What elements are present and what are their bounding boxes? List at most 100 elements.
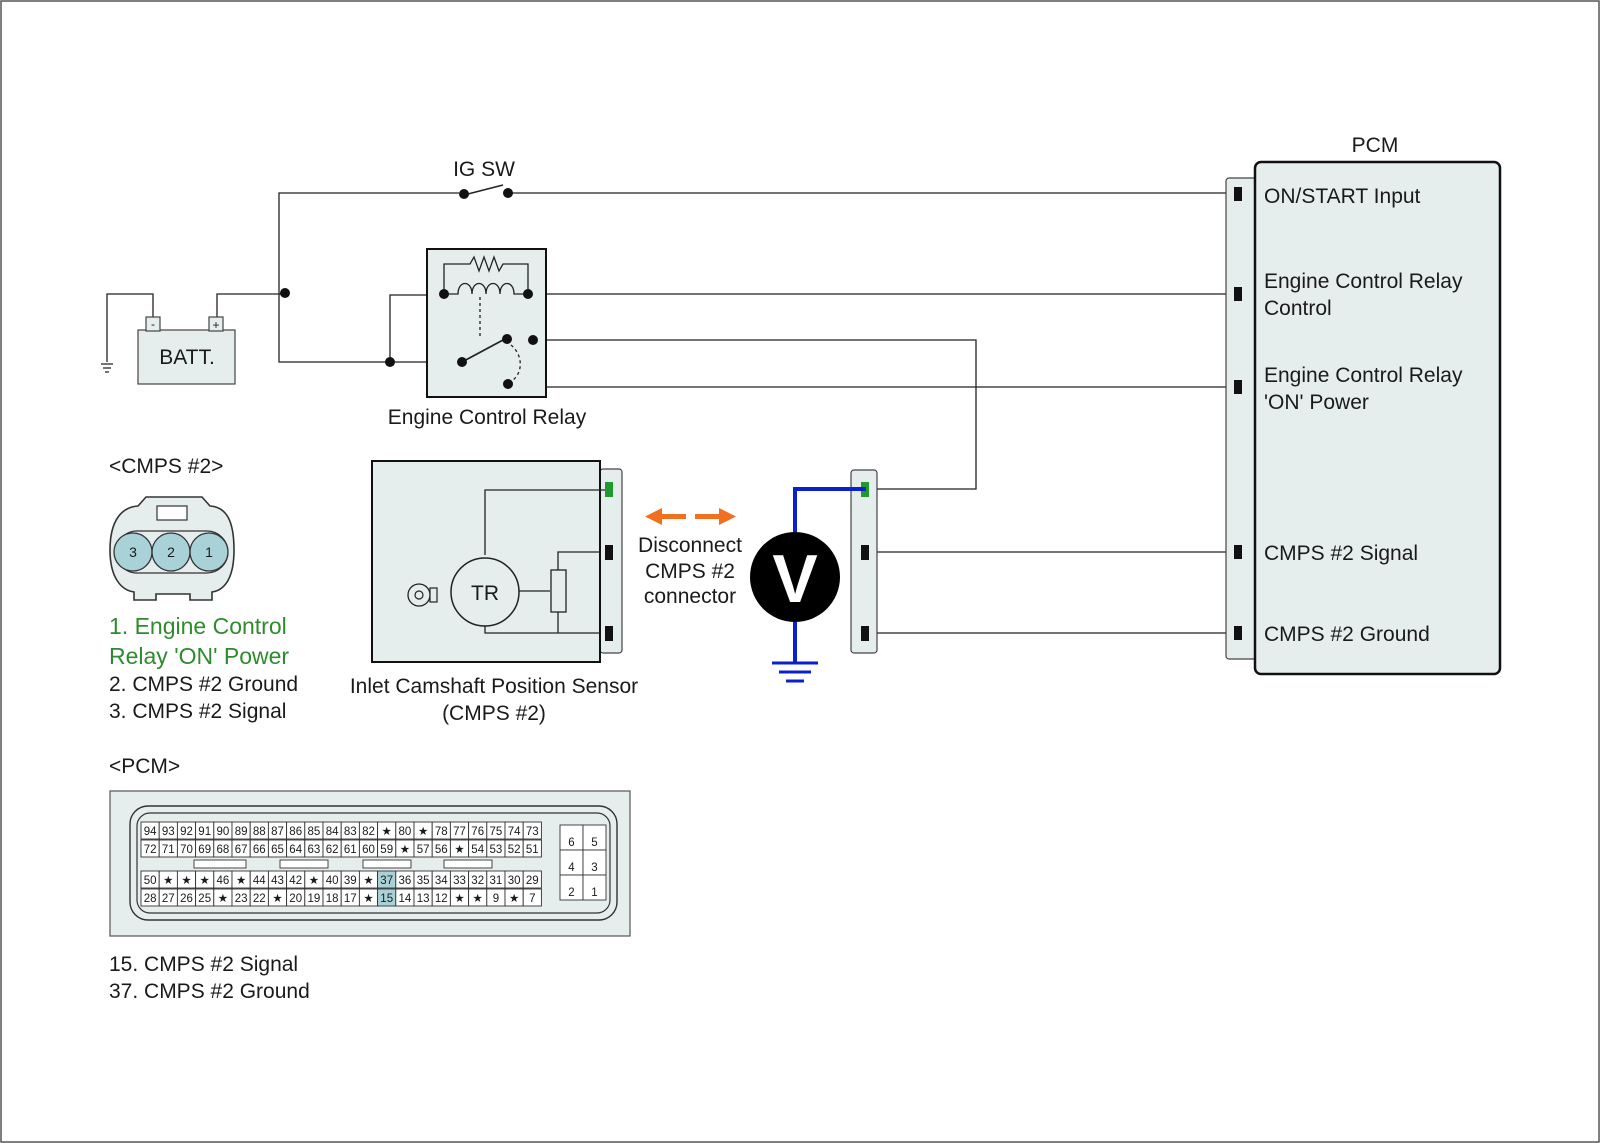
battery-minus-terminal	[145, 316, 161, 332]
tr-label: TR	[471, 582, 499, 605]
pcm-pin-cell-label: 51	[526, 844, 539, 856]
pcm-input-relay-on-1: Engine Control Relay	[1264, 364, 1463, 387]
pcm-pin	[1234, 545, 1242, 559]
pcm-pin-cell-label: 30	[508, 875, 521, 887]
pcm-pin-cell-label: ★	[418, 826, 428, 838]
pcm-pin-cell-label: 61	[344, 844, 357, 856]
pcm-pin-cell-label: 86	[289, 826, 302, 838]
pcm-pin-cell-label: 36	[399, 875, 412, 887]
pcm-pin-cell-label: 69	[198, 844, 211, 856]
wire-relay-on-power	[532, 340, 1230, 388]
relay-coil-resistor	[443, 255, 529, 294]
pcm-pin-cell-label: 26	[180, 893, 193, 905]
disconnect-text-2: CMPS #2	[645, 560, 735, 583]
pcm-pin-cell	[522, 888, 542, 907]
sensor-resistor	[550, 569, 567, 613]
pcm-pin-cell-label: 92	[180, 826, 193, 838]
pcm-small-pin-cell	[582, 874, 607, 901]
battery-ground-icon	[101, 363, 113, 373]
pcm-pin-cell-label: 53	[490, 844, 503, 856]
pcm-pin-cell-label: 25	[198, 893, 211, 905]
wire-batt-minus	[106, 293, 154, 362]
battery-body	[137, 329, 236, 385]
sensor-label-line2: (CMPS #2)	[442, 702, 546, 725]
pcm-input-cmps-signal: CMPS #2 Signal	[1264, 542, 1418, 565]
pcm-input-on-start: ON/START Input	[1264, 185, 1421, 208]
pcm-pin-cell-label: 27	[162, 893, 175, 905]
pcm-input-relay-control-2: Control	[1264, 297, 1332, 320]
pcm-input-relay-control-1: Engine Control Relay	[1264, 270, 1463, 293]
relay-contact-travel	[510, 344, 521, 381]
pcm-pin-cell-label: 15	[380, 893, 393, 905]
pcm-pin-cell-label: 54	[471, 844, 484, 856]
pcm-pin-cell-label: 18	[326, 893, 339, 905]
pcm-pin-cell-label: 19	[308, 893, 321, 905]
pcm-connector-outline-outer	[129, 805, 618, 921]
pcm-connector-key-slot	[279, 859, 329, 869]
battery-plus-terminal	[208, 316, 224, 332]
pcm-pin-cell-label: 77	[453, 826, 466, 838]
battery: - + BATT.	[137, 316, 236, 385]
sensor-magnet-icon	[407, 583, 431, 607]
pcm-pin-cell-label: 93	[162, 826, 175, 838]
pcm-pin-cell-label: 35	[417, 875, 430, 887]
pcm-pin-cell-label: 84	[326, 826, 339, 838]
pcm-pin-cell-label: 28	[144, 893, 157, 905]
pcm-pin-cell-label: 76	[471, 826, 484, 838]
pcm-pin-cell-label: 94	[144, 826, 157, 838]
pcm-pin-cell-label: 87	[271, 826, 284, 838]
pcm-pin-cell-label: 17	[344, 893, 357, 905]
pcm-pin-cell-label: 66	[253, 844, 266, 856]
pcm-pin-cell	[522, 821, 542, 840]
cmps-pin-label: 1	[205, 544, 213, 560]
pcm-pin-cell-label: 59	[380, 844, 393, 856]
sensor-pin-2	[605, 626, 613, 641]
pcm-pin-cell-label: ★	[272, 893, 282, 905]
pcm-pin-cell-label: 9	[493, 893, 499, 905]
pcm-pin-cell-label: 43	[271, 875, 284, 887]
ig-switch[interactable]: IG SW	[453, 158, 515, 199]
pcm-pin-cell-label: 63	[308, 844, 321, 856]
pcm-pin-cell	[522, 870, 542, 889]
pcm-pin-cell-label: 40	[326, 875, 339, 887]
cmps-sensor: TR Inlet Camshaft Position Sensor (CMPS …	[350, 460, 638, 725]
pcm-legend-37: 37. CMPS #2 Ground	[109, 980, 310, 1003]
pcm-pin-cell-label: 56	[435, 844, 448, 856]
pcm-pin-cell-label: 70	[180, 844, 193, 856]
cmps-connector-view: <CMPS #2> 3 2 1 1. Engine Control Relay …	[109, 455, 298, 723]
pcm-small-pin-cell-label: 1	[591, 887, 597, 899]
pcm-pin-cell-label: ★	[181, 875, 191, 887]
arrow-left-icon	[645, 508, 662, 525]
pcm-pin-cell-label: 80	[399, 826, 412, 838]
pcm-pin	[1234, 626, 1242, 640]
voltmeter[interactable]: V	[750, 487, 866, 683]
pcm-pin-cell-label: ★	[509, 893, 519, 905]
harness-pin-2	[861, 626, 869, 641]
harness-connector[interactable]	[850, 469, 878, 654]
disconnect-text-1: Disconnect	[638, 534, 742, 557]
pcm-input-relay-on-2: 'ON' Power	[1264, 391, 1369, 414]
pcm-small-pin-cell-label: 5	[591, 837, 597, 849]
cmps-legend-1-line1: 1. Engine Control	[109, 613, 287, 639]
cmps-connector-title: <CMPS #2>	[109, 455, 223, 478]
pcm-pin-cell-label: 60	[362, 844, 375, 856]
pcm-pin-cell-label: 78	[435, 826, 448, 838]
disconnect-arrows	[645, 508, 736, 525]
pcm-small-pin-cell-label: 2	[568, 887, 574, 899]
engine-control-relay[interactable]: Engine Control Relay	[385, 248, 587, 429]
relay-box	[426, 248, 547, 398]
pcm-box	[1253, 160, 1502, 676]
pcm-connector-outline-inner	[136, 812, 611, 914]
relay-coil	[444, 282, 528, 295]
pcm-pin-cell-label: 20	[289, 893, 302, 905]
voltmeter-label: V	[772, 541, 817, 617]
ig-switch-label: IG SW	[453, 158, 515, 181]
pcm-pin-cell-label: 73	[526, 826, 539, 838]
pcm-pin-cell-label: ★	[454, 844, 464, 856]
pcm-pin-cell-label: 22	[253, 893, 266, 905]
arrow-right-icon	[719, 508, 736, 525]
relay-contact-arm	[461, 339, 504, 363]
pcm-connector-key-slot	[443, 859, 493, 869]
